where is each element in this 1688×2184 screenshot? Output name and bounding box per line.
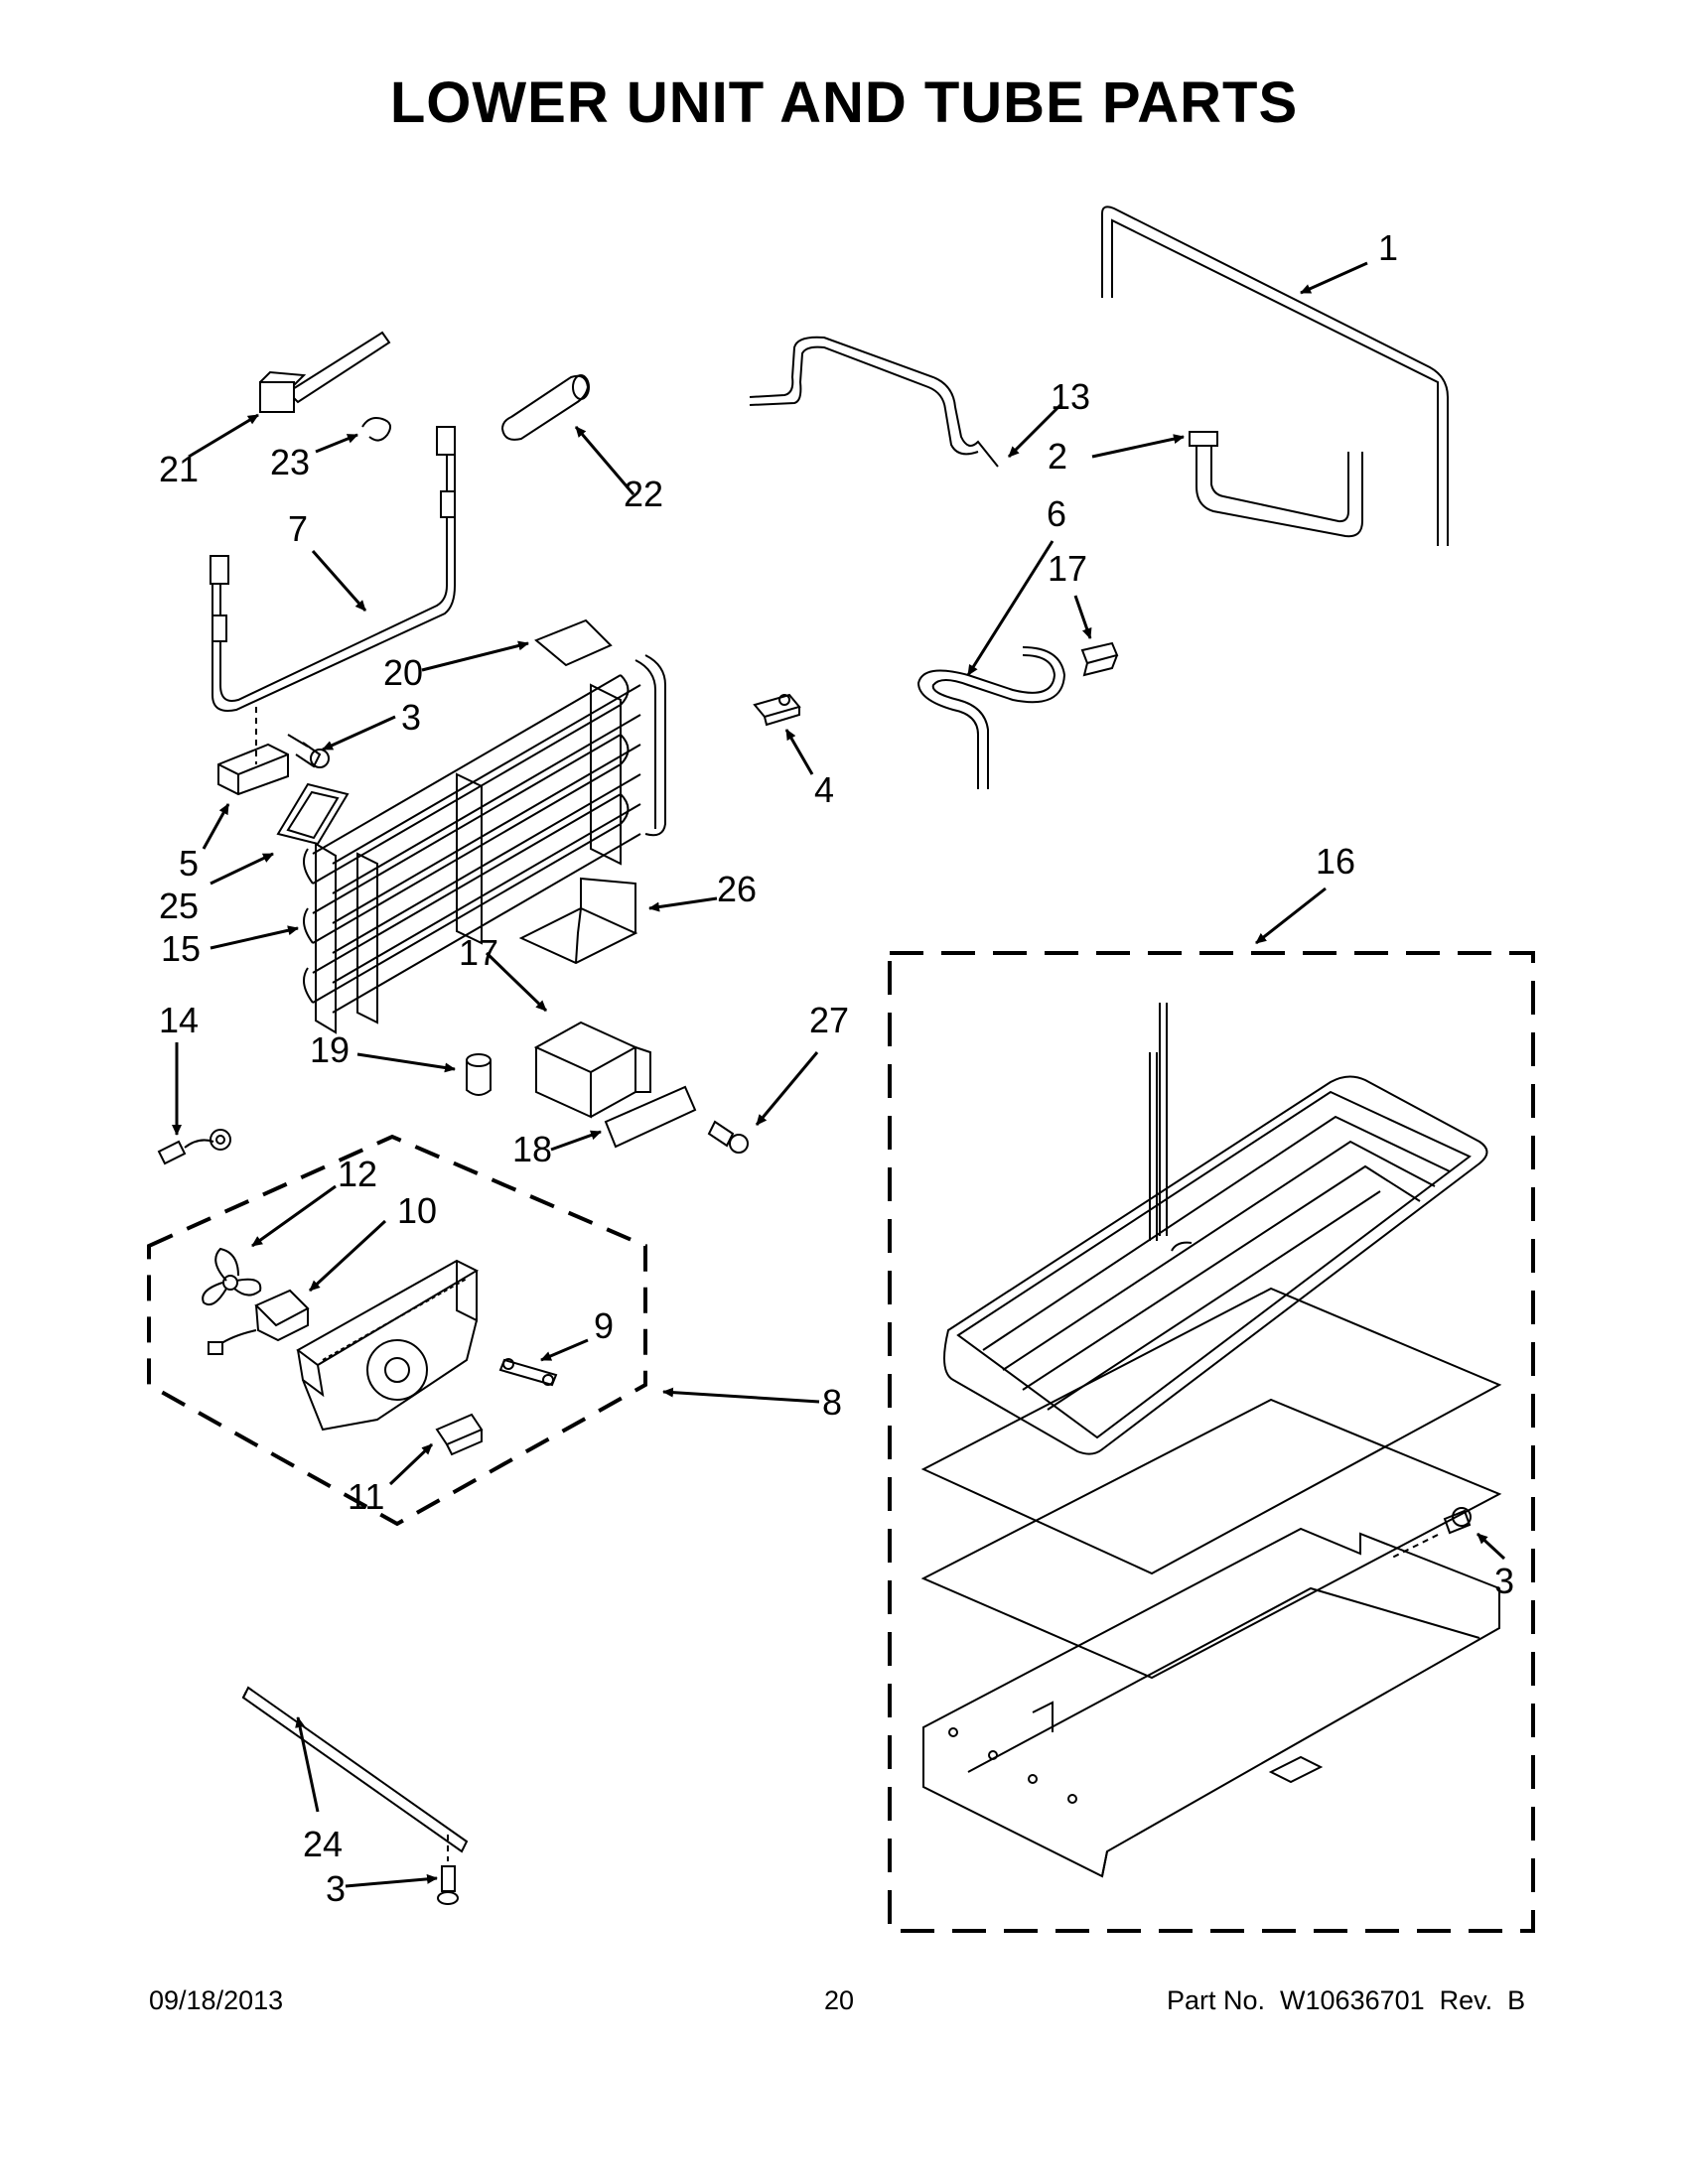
part-21-cable-tie: [259, 331, 391, 413]
footer-page-number: 20: [824, 1985, 855, 2015]
callout-8: 8: [822, 1382, 842, 1423]
part-16-sheets: [920, 1287, 1502, 1680]
part-17-bracket: [533, 1021, 651, 1119]
part-17-clip: [1080, 641, 1119, 677]
callout-7: 7: [288, 508, 308, 549]
callout-12: 12: [338, 1154, 377, 1194]
callout-3: 3: [401, 697, 421, 738]
part-13-tube: [749, 336, 999, 468]
footer-part-number: Part No. W10636701 Rev. B: [1167, 1985, 1526, 2015]
callout-22: 22: [624, 474, 663, 514]
callout-26: 26: [717, 869, 757, 909]
callout-1: 1: [1378, 227, 1398, 268]
callout-18: 18: [512, 1129, 552, 1169]
callout-10: 10: [397, 1190, 437, 1231]
part-6-tube: [916, 646, 1066, 789]
callout-4: 4: [814, 769, 834, 810]
part-16-drain-pan: [943, 1003, 1488, 1455]
part-8-group-outline: [147, 1134, 647, 1527]
part-9-bar: [498, 1358, 558, 1387]
part-18-plate: [604, 1085, 697, 1149]
part-24-strip: [241, 1686, 469, 1853]
part-12-fan-blade: [202, 1247, 262, 1306]
part-3-screw-b: [437, 1835, 459, 1905]
part-3-screw-c: [1389, 1507, 1472, 1560]
callout-9: 9: [594, 1305, 614, 1346]
callout-5: 5: [179, 843, 199, 884]
page-title: LOWER UNIT AND TUBE PARTS: [389, 70, 1299, 135]
footer-date: 09/18/2013: [149, 1985, 284, 2015]
callout-17b: 17: [459, 932, 498, 973]
callout-25: 25: [159, 886, 199, 926]
part-5-bracket: [217, 743, 289, 796]
part-2-tube: [1189, 431, 1363, 538]
callout-15: 15: [161, 928, 201, 969]
callout-24: 24: [303, 1824, 343, 1864]
part-3-screw-a: [287, 734, 330, 768]
part-27-screw: [707, 1120, 749, 1154]
callout-11: 11: [348, 1476, 384, 1517]
callout-14: 14: [159, 1000, 199, 1040]
callout-16: 16: [1316, 841, 1355, 882]
part-7-harness: [210, 426, 456, 764]
part-26-trough: [518, 877, 638, 965]
part-10-motor: [208, 1289, 310, 1355]
part-20-pad: [534, 618, 613, 667]
callout-23: 23: [270, 442, 310, 482]
part-15-evaporator: [303, 654, 666, 1034]
part-16-group-outline: [888, 951, 1535, 1933]
callout-3b: 3: [1494, 1561, 1514, 1601]
callout-20: 20: [383, 652, 423, 693]
part-4-connector: [753, 693, 801, 727]
callout-6: 6: [1047, 493, 1066, 534]
part-11-clip: [435, 1413, 484, 1456]
part-14-connector: [157, 1129, 231, 1165]
part-8-fan-housing: [296, 1259, 480, 1432]
part-22-insulation: [500, 374, 590, 441]
part-23-hook: [361, 417, 392, 442]
callout-labels: 1 2 3 3 3 4 5 6 7 8 9 10 11 12 13 14 15 …: [159, 227, 1514, 1909]
part-16-base-tray: [922, 1527, 1500, 1878]
callout-17: 17: [1048, 548, 1087, 589]
callout-13: 13: [1051, 376, 1090, 417]
callout-27: 27: [809, 1000, 849, 1040]
callout-2: 2: [1048, 436, 1067, 477]
part-1-tube: [1101, 205, 1449, 546]
part-25-gasket: [276, 782, 350, 846]
part-19-cylinder: [466, 1053, 492, 1096]
callout-21: 21: [159, 449, 199, 489]
leader-arrows: [172, 261, 1506, 1888]
callout-19: 19: [310, 1029, 350, 1070]
callout-3c: 3: [326, 1868, 346, 1909]
